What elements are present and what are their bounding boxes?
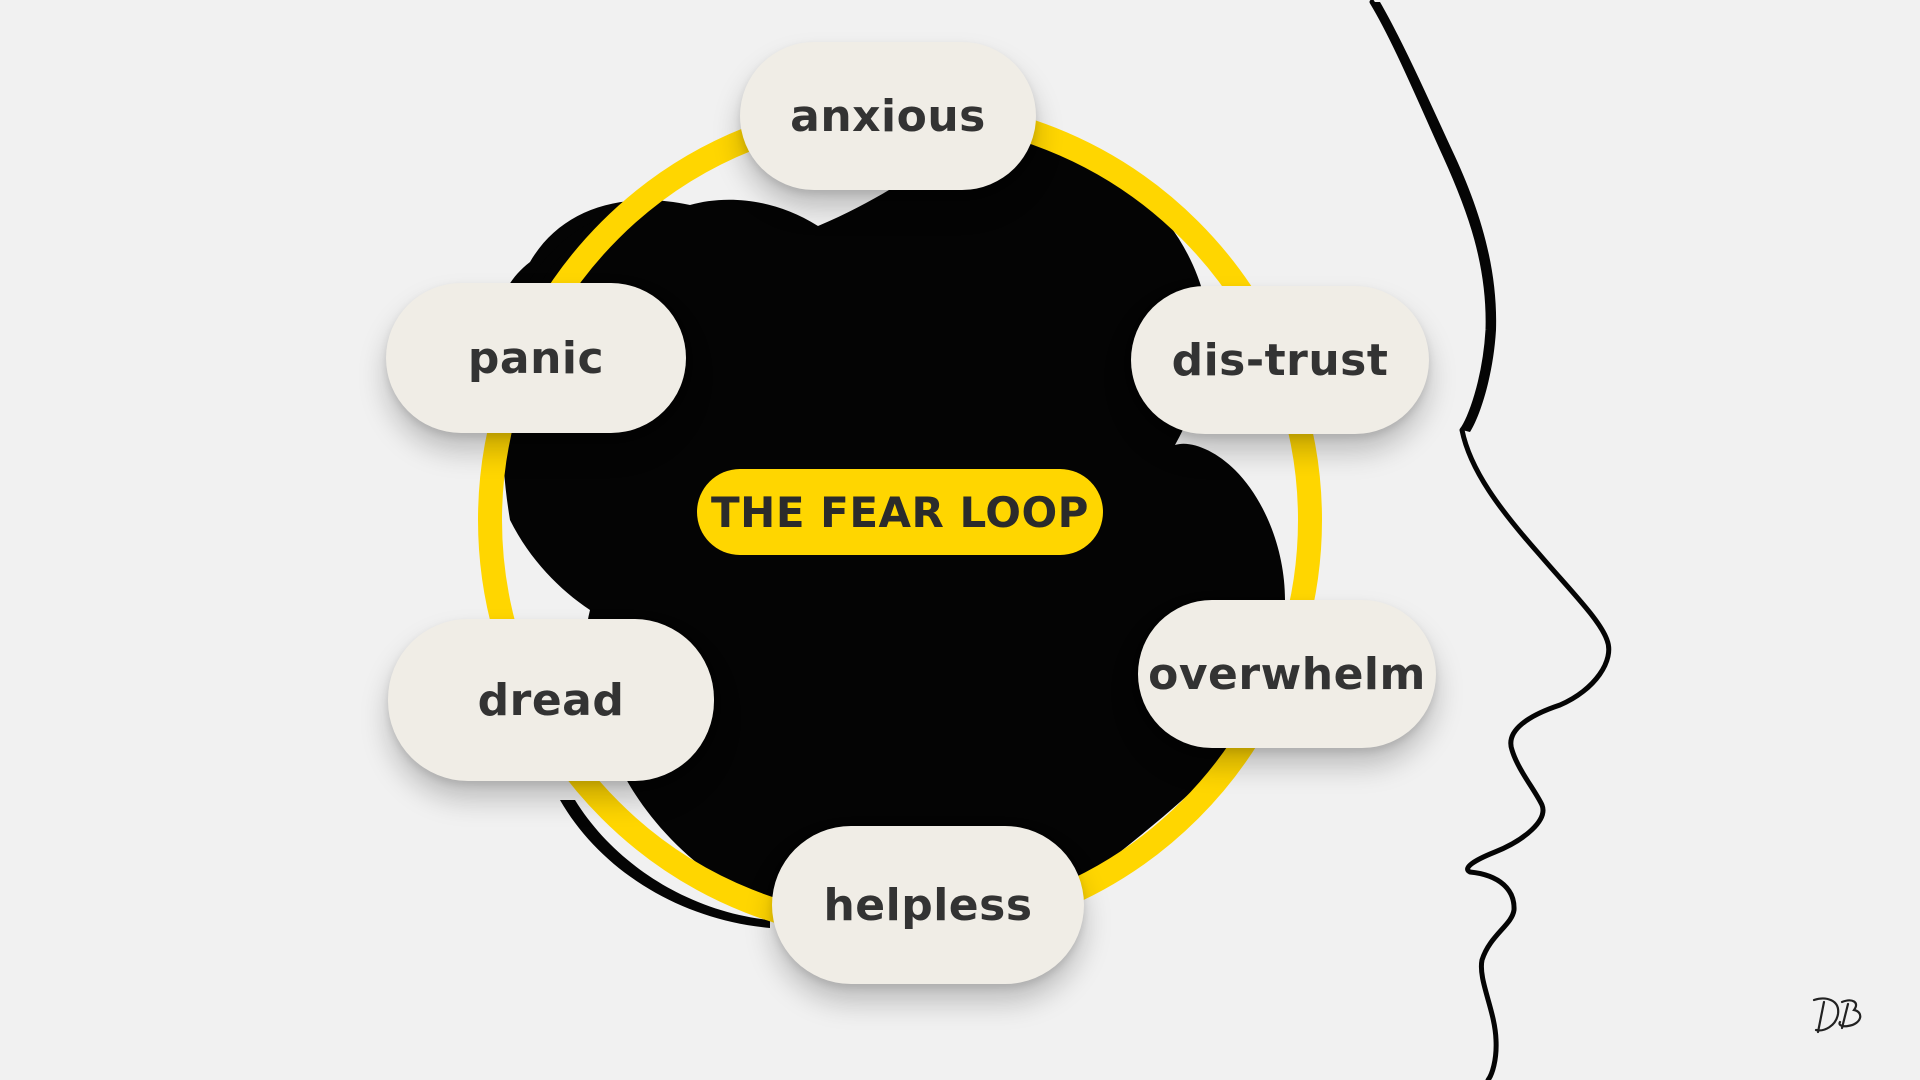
node-dread: dread: [388, 619, 714, 781]
node-anxious: anxious: [740, 42, 1036, 190]
node-panic: panic: [386, 283, 686, 433]
blob-edge-accent: [560, 800, 770, 928]
node-dis-trust: dis-trust: [1131, 286, 1429, 434]
face-profile-shade: [1372, 2, 1497, 432]
node-helpless: helpless: [772, 826, 1084, 984]
node-overwhelm: overwhelm: [1138, 600, 1436, 748]
face-profile-outline: [1369, 0, 1612, 1080]
diagram-title: THE FEAR LOOP: [697, 469, 1103, 555]
signature-logo: [1812, 997, 1862, 1034]
blob-edge-accent: [528, 207, 660, 285]
